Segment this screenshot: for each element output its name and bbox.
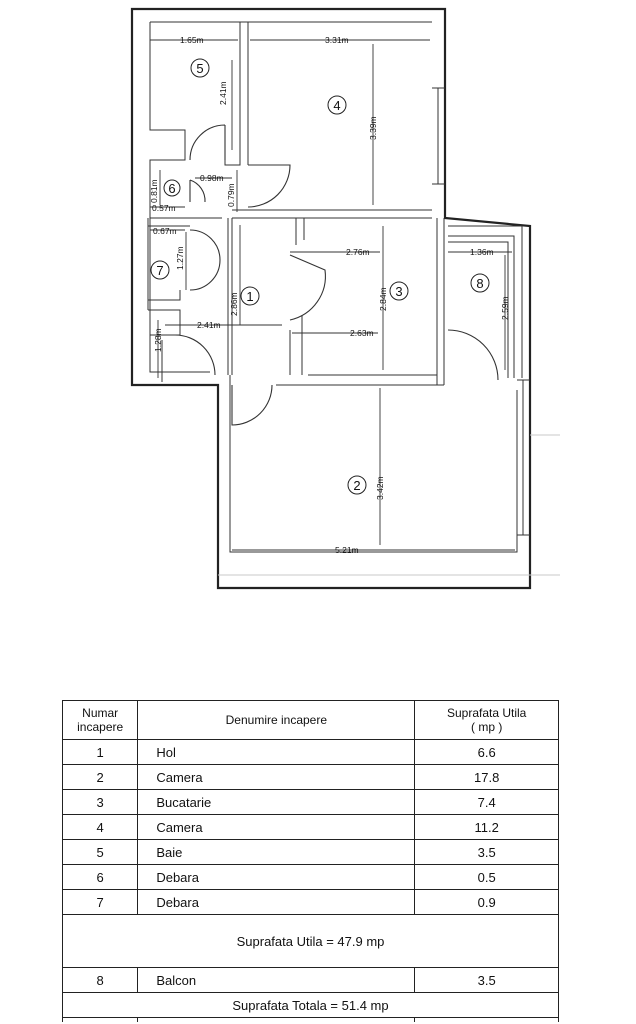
dim-room1-height: 2.86m [229, 292, 239, 316]
door-swing-room2 [231, 384, 273, 426]
svg-text:4: 4 [333, 98, 340, 113]
balcony-outline [448, 225, 523, 378]
interior-walls [147, 22, 445, 386]
header-room-name: Denumire incapere [137, 700, 416, 740]
dim-room6-width: 0.98m [200, 173, 224, 183]
dim-balcony-height: 2.59m [500, 296, 510, 320]
window-room4 [432, 87, 445, 185]
svg-text:2: 2 [353, 478, 360, 493]
dim-room1-width: 2.41m [197, 320, 221, 330]
floor-plan: 1.65m 3.31m 3.39m 2.41m 0.98m 0.81m 0.57… [130, 7, 560, 590]
door-swing-room6 [189, 179, 206, 203]
dim-balcony-width: 1.36m [470, 247, 494, 257]
dim-entrance: 1.28m [153, 328, 163, 352]
room-marker-6: 6 [163, 179, 181, 197]
room-marker-5: 5 [190, 58, 210, 78]
dimension-lines [150, 39, 515, 551]
door-swing-room7 [189, 229, 221, 291]
outer-wall [130, 7, 532, 590]
room-marker-2: 2 [347, 475, 367, 495]
svg-text:1: 1 [246, 289, 253, 304]
dim-room3-height: 2.84m [378, 287, 388, 311]
room-marker-3: 3 [389, 281, 409, 301]
total-text: Suprafata Totala = 51.4 mp [62, 992, 559, 1018]
header-usable-area: Suprafata Utila( mp ) [414, 700, 559, 740]
room-marker-8: 8 [470, 273, 490, 293]
dim-room6-wall: 0.79m [226, 183, 236, 207]
door-swing-balcony [447, 329, 499, 381]
svg-text:5: 5 [196, 61, 203, 76]
dim-room4-width: 3.31m [325, 35, 349, 45]
dim-room5-width: 1.65m [180, 35, 204, 45]
room-marker-7: 7 [150, 260, 170, 280]
svg-text:8: 8 [476, 276, 483, 291]
door-swing-entrance [174, 334, 216, 376]
table-trailing-row [61, 1017, 559, 1022]
subtotal-row: Suprafata Utila = 47.9 mp [62, 914, 559, 968]
dim-room5-height: 2.41m [218, 81, 228, 105]
subtotal-text: Suprafata Utila = 47.9 mp [62, 914, 559, 968]
door-swing-room5 [189, 124, 226, 161]
svg-text:6: 6 [168, 181, 175, 196]
dim-room2-width: 5.21m [335, 545, 359, 555]
dim-room2-height: 3.42m [375, 476, 385, 500]
dim-room3-width2: 2.63m [350, 328, 374, 338]
dim-room6-height: 0.81m [149, 179, 159, 203]
dim-room6-bottom: 0.57m [152, 203, 176, 213]
svg-text:3: 3 [395, 284, 402, 299]
dim-room7-height: 1.27m [175, 246, 185, 270]
door-swing-room3 [289, 254, 326, 321]
svg-text:7: 7 [156, 263, 163, 278]
total-row: Suprafata Totala = 51.4 mp [62, 992, 559, 1018]
dim-room7-width: 0.67m [153, 226, 177, 236]
door-swing-room4 [247, 164, 291, 208]
faint-outline [218, 434, 560, 576]
dim-room4-height: 3.39m [368, 116, 378, 140]
window-room2 [517, 379, 530, 536]
dim-room3-width: 2.76m [346, 247, 370, 257]
room-marker-4: 4 [327, 95, 347, 115]
room-marker-1: 1 [240, 286, 260, 306]
